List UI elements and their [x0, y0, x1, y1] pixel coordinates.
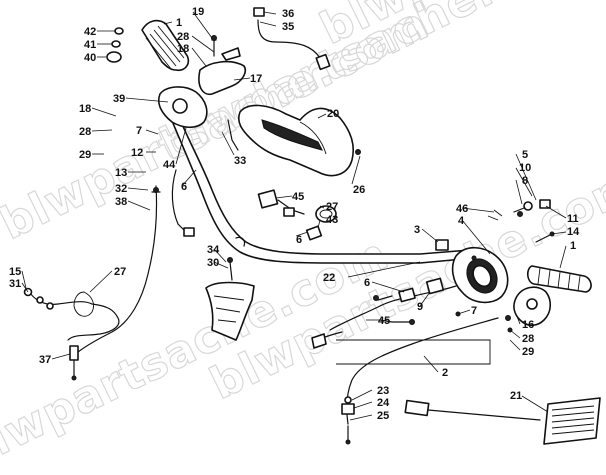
callout-45: 45	[378, 315, 390, 327]
callout-23: 23	[377, 385, 389, 397]
mount-bracket	[205, 257, 255, 341]
left-grip	[106, 19, 190, 72]
callout-10: 10	[519, 162, 531, 174]
callout-29: 29	[79, 149, 91, 161]
handlebar-electrical	[227, 119, 337, 241]
heater-element	[404, 397, 601, 445]
callout-15: 15	[9, 266, 21, 278]
callout-34: 34	[207, 244, 220, 256]
callout-43: 43	[326, 214, 338, 226]
callout-28: 28	[522, 333, 534, 345]
callout-35: 35	[282, 21, 294, 33]
callout-6: 6	[181, 181, 187, 193]
callout-44: 44	[163, 159, 176, 171]
callout-39: 39	[113, 93, 125, 105]
callout-27: 27	[114, 266, 126, 278]
throttle-cable	[336, 317, 499, 445]
throttle-lever	[505, 286, 552, 333]
callout-9: 9	[417, 301, 423, 313]
callout-5: 5	[522, 149, 528, 161]
callout-46: 46	[456, 203, 468, 215]
hand-guard	[237, 104, 361, 177]
callout-38: 38	[115, 196, 127, 208]
callout-32: 32	[115, 183, 127, 195]
callout-labels: 42 1 19 36 35 41 28 40 18 17 39 20 18 28…	[9, 6, 580, 422]
callout-18: 18	[79, 103, 91, 115]
callout-26: 26	[353, 184, 365, 196]
callout-14: 14	[567, 226, 580, 238]
callout-29: 29	[522, 346, 534, 358]
right-switch-housing	[435, 209, 509, 304]
callout-36: 36	[282, 8, 294, 20]
handlebar	[169, 109, 475, 264]
left-cables	[77, 169, 195, 353]
callout-12: 12	[131, 147, 143, 159]
callout-25: 25	[377, 410, 389, 422]
callout-1: 1	[570, 240, 576, 252]
callout-41: 41	[84, 39, 96, 51]
callout-11: 11	[567, 213, 579, 225]
tether-cord	[23, 287, 120, 381]
callout-28: 28	[79, 126, 91, 138]
callout-17: 17	[250, 73, 262, 85]
callout-6: 6	[364, 277, 370, 289]
leader-lines	[21, 11, 567, 421]
callout-21: 21	[510, 390, 522, 402]
callout-37: 37	[39, 354, 51, 366]
callout-4: 4	[458, 215, 465, 227]
switch-cable	[253, 7, 331, 71]
callout-30: 30	[207, 257, 219, 269]
callout-3: 3	[414, 224, 420, 236]
lever-hardware	[513, 199, 551, 217]
callout-19: 19	[192, 6, 204, 18]
throttle-block	[157, 35, 247, 129]
callout-16: 16	[522, 319, 534, 331]
callout-18: 18	[177, 43, 189, 55]
callout-7: 7	[471, 305, 477, 317]
callout-45: 45	[292, 191, 304, 203]
callout-7: 7	[136, 125, 142, 137]
right-grip	[526, 231, 592, 293]
callout-28: 28	[177, 31, 189, 43]
callout-20: 20	[327, 108, 339, 120]
callout-2: 2	[442, 367, 448, 379]
callout-40: 40	[84, 52, 96, 64]
callout-27: 27	[326, 201, 338, 213]
callout-42: 42	[84, 26, 96, 38]
callout-8: 8	[522, 175, 528, 187]
callout-22: 22	[323, 272, 335, 284]
callout-24: 24	[377, 397, 390, 409]
callout-6: 6	[296, 234, 302, 246]
callout-33: 33	[234, 155, 246, 167]
callout-1: 1	[176, 17, 182, 29]
callout-31: 31	[9, 278, 21, 290]
callout-13: 13	[115, 167, 127, 179]
